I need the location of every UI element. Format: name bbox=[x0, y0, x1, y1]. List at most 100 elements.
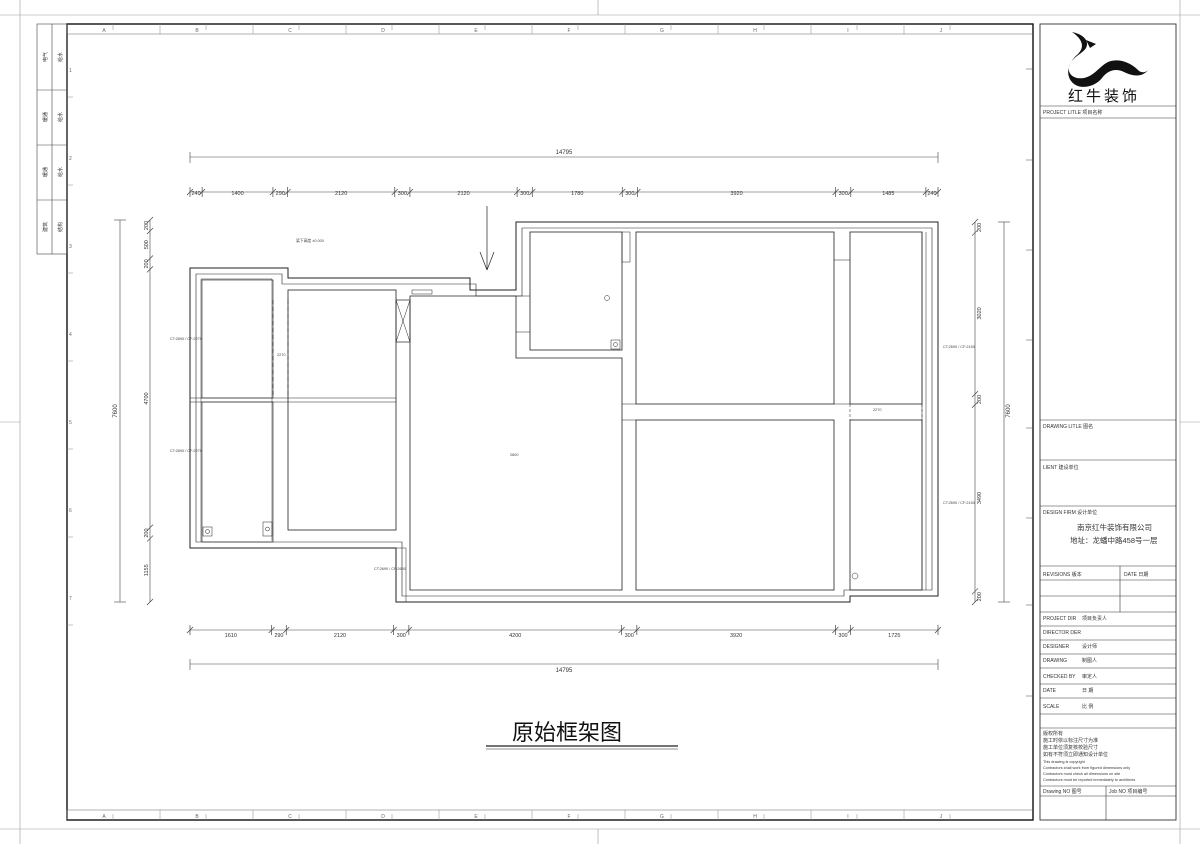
dim-bottom-total: 14795 bbox=[556, 668, 573, 674]
tb-row-en: DATE bbox=[1043, 688, 1057, 694]
drawing-frame bbox=[66, 23, 1034, 821]
dim-segment: 290 bbox=[274, 633, 283, 639]
room-right-lower bbox=[635, 419, 835, 591]
grid-letter-bottom: C bbox=[288, 814, 292, 820]
grid-letter-top: J bbox=[940, 28, 943, 34]
dim-segment: 200 bbox=[144, 528, 150, 537]
plan-dim-2270: 2270 bbox=[277, 353, 285, 357]
grid-letter-bottom: D bbox=[381, 814, 385, 820]
grid-number: 3 bbox=[69, 244, 72, 250]
left-strip-label: 结构 bbox=[57, 222, 64, 232]
tb-client: LIENT 建设单位 bbox=[1043, 464, 1078, 471]
left-strip-label: 暖通 bbox=[42, 112, 49, 122]
grid-letter-top: G bbox=[660, 28, 664, 34]
dim-segment: 300 bbox=[625, 191, 634, 197]
title-block-text: PROJECT LITLE 项目名称 DRAWING LITLE 图名 LIEN… bbox=[1043, 109, 1158, 578]
room-center bbox=[409, 295, 623, 591]
tb-row-cn: 日 期 bbox=[1082, 688, 1093, 694]
dim-tick bbox=[146, 535, 154, 542]
grid-letter-top: E bbox=[474, 28, 478, 34]
dim-tick bbox=[971, 588, 979, 595]
dimension-ticks bbox=[146, 187, 979, 635]
tb-revisions: REVISIONS 版本 bbox=[1043, 571, 1082, 578]
grid-letter-top: D bbox=[381, 28, 385, 34]
tb-row-cn: 设计师 bbox=[1082, 643, 1097, 650]
plan-ct-left1: CT:2690 / CF:2270 bbox=[170, 337, 202, 341]
dim-segment: 200 bbox=[977, 395, 983, 404]
left-strip-label: 暖通 bbox=[42, 167, 49, 177]
ruler-ticks bbox=[66, 24, 951, 820]
dim-top-total: 14795 bbox=[556, 150, 573, 156]
tb-company: 南京红牛装饰有限公司 bbox=[1077, 522, 1152, 532]
dim-segment: 2120 bbox=[334, 633, 346, 639]
entry-arrow-icon bbox=[479, 206, 495, 271]
grid-number: 2 bbox=[69, 156, 72, 162]
dim-segment: 300 bbox=[520, 191, 529, 197]
dim-segment: 1400 bbox=[231, 191, 243, 197]
dim-tick bbox=[146, 227, 154, 235]
tb-row-en: PROJECT DIR bbox=[1043, 616, 1077, 622]
tb-design-firm: DESIGN FIRM 设计单位 bbox=[1043, 509, 1097, 516]
grid-ruler bbox=[67, 33, 1033, 811]
grid-letter-bottom: G bbox=[660, 814, 664, 820]
grid-letter-bottom: B bbox=[195, 814, 199, 820]
tb-date-col: DATE 日期 bbox=[1124, 572, 1148, 578]
dim-segment: 1155 bbox=[144, 564, 150, 576]
left-strip-label: 给水 bbox=[57, 167, 64, 177]
grid-letter-bottom: A bbox=[102, 814, 106, 820]
dim-tick bbox=[146, 216, 154, 224]
tb-note-en-3: Contractors must be reported immediately… bbox=[1043, 778, 1135, 782]
plan-ct-right2: CT:2690 / CF:2150 bbox=[943, 501, 975, 505]
tb-row-en: CHECKED BY bbox=[1043, 674, 1076, 680]
dimension-texts: 14795 14795 7600 7600 bbox=[113, 150, 1012, 674]
room-left-lower bbox=[201, 401, 274, 543]
dim-tick bbox=[146, 255, 154, 262]
tb-address: 地址：龙蟠中路458号一层 bbox=[1070, 535, 1158, 545]
grid-number: 1 bbox=[69, 68, 72, 74]
outer-wall-inner bbox=[195, 227, 933, 597]
plan-note: 梁下高度 ±0.000 bbox=[296, 238, 324, 243]
dim-segment: 200 bbox=[977, 592, 983, 601]
left-strip-label: 电气 bbox=[42, 52, 49, 62]
grid-letter-top: C bbox=[288, 28, 292, 34]
title-block-notes: 版权所有 施工时依以标注尺寸为准 施工单位须复核校验尺寸 如有不符须立即通知设计… bbox=[1043, 730, 1147, 795]
tb-project-title: PROJECT LITLE 项目名称 bbox=[1043, 109, 1102, 116]
tb-row-en: SCALE bbox=[1043, 704, 1060, 710]
dim-segment: 300 bbox=[625, 633, 634, 639]
dim-tick bbox=[146, 598, 154, 606]
dim-segment: 1780 bbox=[571, 191, 583, 197]
dim-segment: 1610 bbox=[225, 633, 237, 639]
dim-segment: 300 bbox=[839, 191, 848, 197]
grid-letter-bottom: E bbox=[474, 814, 478, 820]
dim-segment: 240 bbox=[927, 191, 936, 197]
tb-note-cn-1: 施工单位须复核校验尺寸 bbox=[1043, 744, 1098, 751]
plan-ct-left2: CT:2690 / CF:2270 bbox=[170, 449, 202, 453]
grid-letter-top: A bbox=[102, 28, 106, 34]
dim-left-total: 7600 bbox=[113, 404, 119, 418]
grid-number: 7 bbox=[69, 596, 72, 602]
room-right-strip-upper bbox=[849, 231, 923, 405]
dim-segment: 300 bbox=[838, 633, 847, 639]
floor-plan bbox=[189, 206, 939, 603]
dim-segment: 500 bbox=[144, 240, 150, 249]
dim-right-total: 7600 bbox=[1006, 404, 1012, 418]
dim-tick bbox=[971, 598, 979, 606]
tb-copyright: 版权所有 bbox=[1043, 730, 1063, 737]
room-right-upper bbox=[635, 231, 835, 405]
tb-row-cn: 比 例 bbox=[1082, 703, 1093, 710]
title-block bbox=[1039, 23, 1177, 821]
plan-center-label: 2800 bbox=[510, 453, 518, 457]
dim-segment: 3020 bbox=[977, 307, 983, 319]
dim-segment: 200 bbox=[144, 259, 150, 268]
dimension-lines bbox=[114, 152, 1010, 670]
outer-wall bbox=[189, 221, 939, 603]
dim-segment: 2120 bbox=[335, 191, 347, 197]
tb-note-en-2: Contractors must check all dimensions on… bbox=[1043, 772, 1120, 776]
tb-row-en: DIRECTOR DER bbox=[1043, 630, 1081, 636]
dim-segment: 200 bbox=[144, 221, 150, 230]
grid-number: 5 bbox=[69, 420, 72, 426]
